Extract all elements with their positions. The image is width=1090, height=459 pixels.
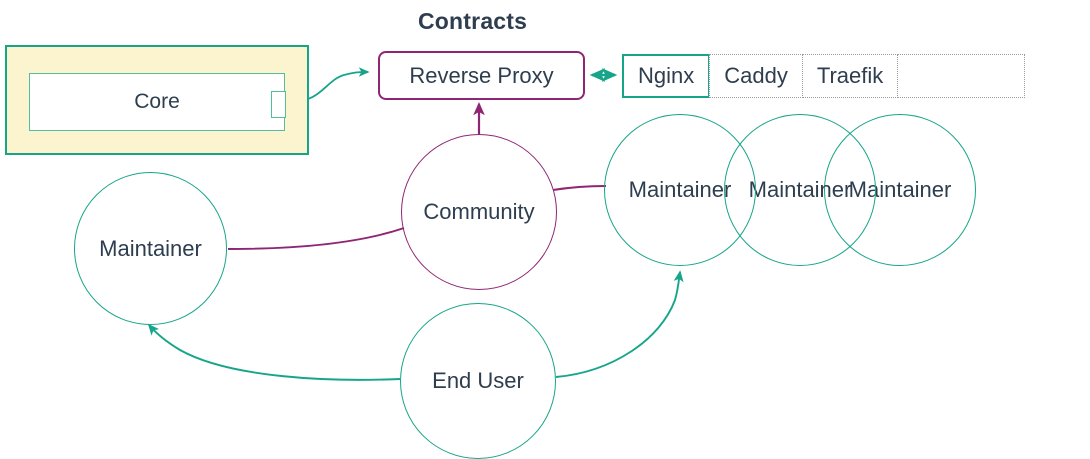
edge-end-user-to-maintainer-right: [555, 270, 684, 378]
end-user-node[interactable]: End User: [400, 303, 556, 459]
implementation-tabs: Nginx Caddy Traefik: [622, 54, 1026, 98]
core-output-port[interactable]: [271, 91, 286, 118]
maintainer-node-right-1[interactable]: Maintainer: [604, 114, 756, 266]
core-node-label: Core: [134, 90, 180, 113]
tab-traefik-label: Traefik: [816, 63, 884, 88]
maintainer-node-left[interactable]: Maintainer: [74, 172, 227, 325]
reverse-proxy-label: Reverse Proxy: [409, 62, 554, 88]
edge-community-to-maintainer-left: [227, 227, 405, 250]
tab-nginx[interactable]: Nginx: [622, 54, 711, 98]
maintainer-node-right-2-label: Maintainer: [748, 177, 852, 202]
core-group-container: Core: [5, 45, 309, 155]
tab-nginx-label: Nginx: [638, 63, 695, 88]
community-node[interactable]: Community: [401, 134, 557, 290]
tab-caddy-label: Caddy: [724, 63, 788, 88]
maintainer-node-left-label: Maintainer: [99, 235, 202, 261]
edge-community-to-maintainer-right: [552, 185, 607, 191]
maintainer-node-right-1-label: Maintainer: [628, 177, 732, 202]
tab-empty[interactable]: [897, 54, 1026, 98]
community-node-label: Community: [423, 199, 535, 224]
core-node[interactable]: Core: [29, 73, 286, 131]
reverse-proxy-node[interactable]: Reverse Proxy: [378, 51, 585, 100]
end-user-node-label: End User: [432, 368, 524, 393]
diagram-title: Contracts: [418, 8, 528, 34]
tab-traefik[interactable]: Traefik: [801, 54, 899, 98]
edge-end-user-to-maintainer-left: [147, 323, 401, 381]
tab-caddy[interactable]: Caddy: [709, 54, 803, 98]
